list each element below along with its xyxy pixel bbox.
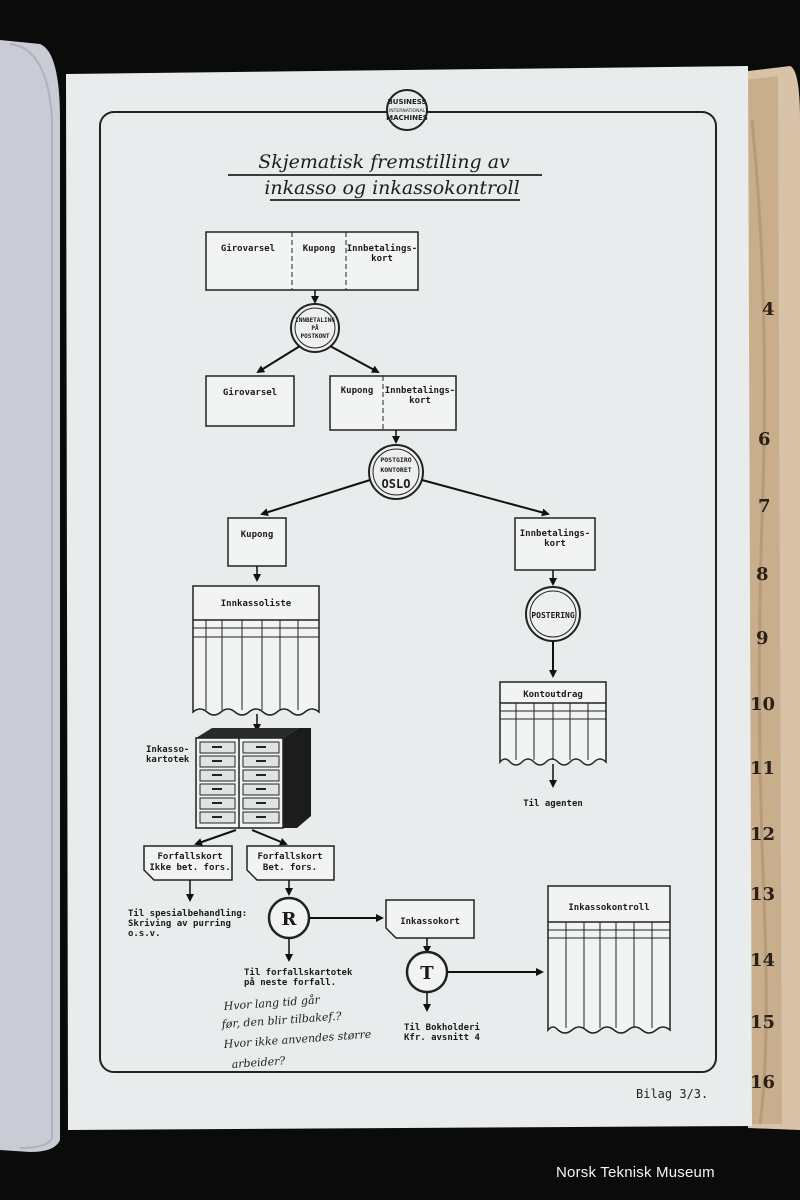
svg-text:Kfr. avsnitt 4: Kfr. avsnitt 4 [404, 1032, 480, 1043]
svg-text:Inkassokontroll: Inkassokontroll [568, 903, 649, 913]
svg-text:arbeider?: arbeider? [231, 1054, 285, 1071]
svg-text:PÅ: PÅ [311, 325, 319, 332]
svg-text:Inkassokort: Inkassokort [400, 917, 460, 927]
index-tabs: 4 6 7 8 9 10 11 12 13 14 15 16 [740, 66, 800, 1130]
top-document-box: Girovarsel Kupong Innbetalings- kort [205, 231, 419, 291]
svg-text:Innbetalings-: Innbetalings- [520, 528, 590, 539]
top-innbetalingskort-label: Innbetalings- [347, 243, 417, 254]
tab-16[interactable]: 16 [750, 1072, 775, 1093]
svg-text:INNBETALING: INNBETALING [295, 317, 335, 324]
svg-text:Ikke bet. fors.: Ikke bet. fors. [149, 863, 230, 873]
svg-text:OSLO: OSLO [382, 477, 411, 491]
top-kupong-label: Kupong [303, 244, 336, 254]
svg-text:Bet. fors.: Bet. fors. [263, 863, 317, 873]
svg-text:kort: kort [409, 396, 431, 406]
forfallskort-ikke-betalt-card: Forfallskort Ikke bet. fors. [143, 845, 233, 881]
tab-6[interactable]: 6 [758, 429, 771, 450]
svg-text:Til spesialbehandling:: Til spesialbehandling: [128, 908, 247, 919]
tab-10[interactable]: 10 [750, 694, 775, 715]
forfallskort-betalt-card: Forfallskort Bet. fors. [246, 845, 335, 881]
svg-text:Skriving av purring: Skriving av purring [128, 918, 231, 929]
svg-text:KONTORET: KONTORET [380, 466, 411, 474]
tab-14[interactable]: 14 [750, 950, 775, 971]
museum-credit: Norsk Teknisk Museum [556, 1164, 715, 1181]
tab-7[interactable]: 7 [758, 496, 771, 517]
svg-text:kort: kort [544, 539, 566, 549]
spesialbehandling-note: Til spesialbehandling: Skriving av purri… [128, 908, 247, 939]
postering-circle: POSTERING [525, 586, 581, 642]
svg-text:kort: kort [371, 254, 393, 264]
forfallskartotek-note: Til forfallskartotek på neste forfall. [244, 967, 353, 988]
svg-text:kartotek: kartotek [146, 755, 190, 765]
left-page [0, 40, 60, 1152]
svg-text:Girovarsel: Girovarsel [223, 387, 277, 398]
tab-4[interactable]: 4 [762, 299, 775, 320]
bilag-label: Bilag 3/3. [636, 1087, 708, 1101]
svg-text:POSTGIRO: POSTGIRO [380, 456, 411, 464]
svg-text:POSTERING: POSTERING [531, 611, 575, 620]
postgiro-kontoret-oslo-circle: POSTGIRO KONTORET OSLO [368, 444, 424, 500]
inkassokartotek-cabinet: Inkasso- kartotek [146, 728, 311, 829]
top-girovarsel-label: Girovarsel [221, 243, 275, 254]
kupong-box: Kupong [227, 517, 287, 567]
svg-text:Kupong: Kupong [241, 530, 274, 540]
tab-11[interactable]: 11 [750, 758, 775, 779]
svg-text:Til Bokholderi: Til Bokholderi [404, 1022, 480, 1033]
tab-13[interactable]: 13 [750, 884, 775, 905]
ibm-logo: BUSINESS INTERNATIONAL MACHINES [386, 89, 428, 131]
tab-9[interactable]: 9 [756, 628, 769, 649]
kupong-innbetalingskort-box: Kupong Innbetalings- kort [329, 375, 457, 431]
diagram-title: Skjematisk fremstilling av inkasso og in… [228, 151, 542, 201]
svg-text:Kupong: Kupong [341, 386, 374, 396]
til-agenten-label: Til agenten [523, 798, 583, 809]
svg-text:på neste forfall.: på neste forfall. [244, 977, 336, 988]
girovarsel-box: Girovarsel [205, 375, 295, 427]
title-line-2: inkasso og inkassokontroll [264, 177, 519, 199]
svg-text:POSTKONT: POSTKONT [301, 333, 330, 340]
r-circle: R [267, 896, 311, 940]
inkassokort-card: Inkassokort [385, 899, 475, 939]
svg-text:Innbetalings-: Innbetalings- [385, 385, 455, 396]
t-circle: T [405, 950, 449, 994]
svg-text:Innkassoliste: Innkassoliste [221, 598, 292, 609]
svg-text:Til forfallskartotek: Til forfallskartotek [244, 967, 353, 978]
tab-15[interactable]: 15 [750, 1012, 775, 1033]
title-line-1: Skjematisk fremstilling av [258, 151, 510, 173]
bokholderi-note: Til Bokholderi Kfr. avsnitt 4 [404, 1022, 480, 1043]
svg-text:Forfallskort: Forfallskort [157, 852, 222, 862]
svg-text:Kontoutdrag: Kontoutdrag [523, 690, 583, 700]
svg-text:BUSINESS: BUSINESS [387, 98, 426, 106]
document-page [66, 66, 752, 1130]
innkassoliste-form: Innkassoliste [192, 585, 320, 716]
innbetalingskort-box: Innbetalings- kort [514, 517, 596, 571]
inkassokontroll-form: Inkassokontroll [547, 885, 671, 1034]
svg-text:MACHINES: MACHINES [386, 114, 428, 122]
svg-text:o.s.v.: o.s.v. [128, 929, 161, 939]
svg-text:INTERNATIONAL: INTERNATIONAL [389, 108, 426, 114]
svg-text:T: T [420, 963, 434, 984]
svg-text:Forfallskort: Forfallskort [257, 852, 322, 862]
svg-text:Inkasso-: Inkasso- [146, 745, 189, 755]
kontoutdrag-form: Kontoutdrag [499, 681, 607, 766]
svg-text:R: R [282, 909, 298, 930]
innbetaling-postkontor-circle: INNBETALING PÅ POSTKONT [290, 303, 340, 353]
tab-8[interactable]: 8 [756, 564, 769, 585]
tab-12[interactable]: 12 [750, 824, 775, 845]
